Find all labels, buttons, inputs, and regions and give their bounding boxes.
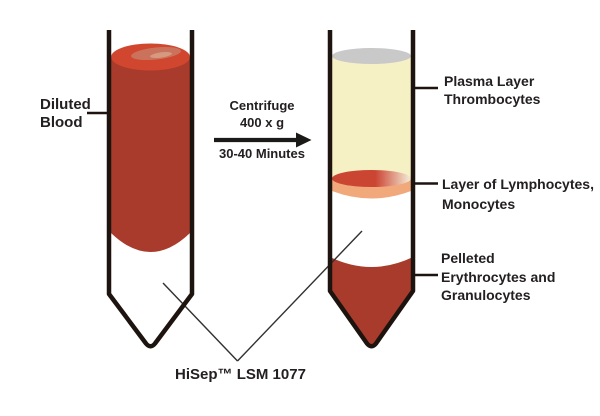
diluted-blood-label-line2: Blood [40,113,83,131]
pellet-label: Pelleted Erythrocytes and Granulocytes [441,249,555,305]
plasma-label-line2: Thrombocytes [444,91,541,107]
medium-pointer-line-left [162,282,239,362]
pellet-label-line2: Erythrocytes and [441,268,556,285]
lymphocyte-label: Layer of Lymphocytes, Monocytes [442,174,594,214]
right-tube-outline [327,30,416,349]
pellet-label-line3: Granulocytes [441,287,531,303]
lymphocyte-layer-disc [332,170,411,187]
diluted-blood-label: Diluted Blood [40,96,91,131]
left-tube-outline [106,30,195,349]
centrifuge-label-line3: 30-40 Minutes [219,146,305,161]
erythrocyte-pellet [330,257,413,345]
centrifuge-label-line1: Centrifuge [229,98,295,113]
diluted-blood-column [111,57,190,252]
plasma-label: Plasma Layer Thrombocytes [444,72,540,108]
blood-surface-streak [150,52,172,58]
plasma-layer [332,56,411,180]
centrifuge-label-line2: 400 x g [239,115,285,130]
pellet-label-line1: Pelleted [441,250,495,266]
lymphocyte-label-line2: Monocytes [442,196,516,212]
centrifuge-arrow-head [296,132,312,148]
diluted-blood-label-line1: Diluted [40,96,91,113]
separation-medium-label: HiSep™ LSM 1077 [175,366,306,383]
plasma-label-line1: Plasma Layer [444,73,535,89]
lymphocyte-label-line1: Layer of Lymphocytes, [442,176,594,192]
medium-pointer-line-right [236,230,363,362]
plasma-surface [332,48,411,64]
